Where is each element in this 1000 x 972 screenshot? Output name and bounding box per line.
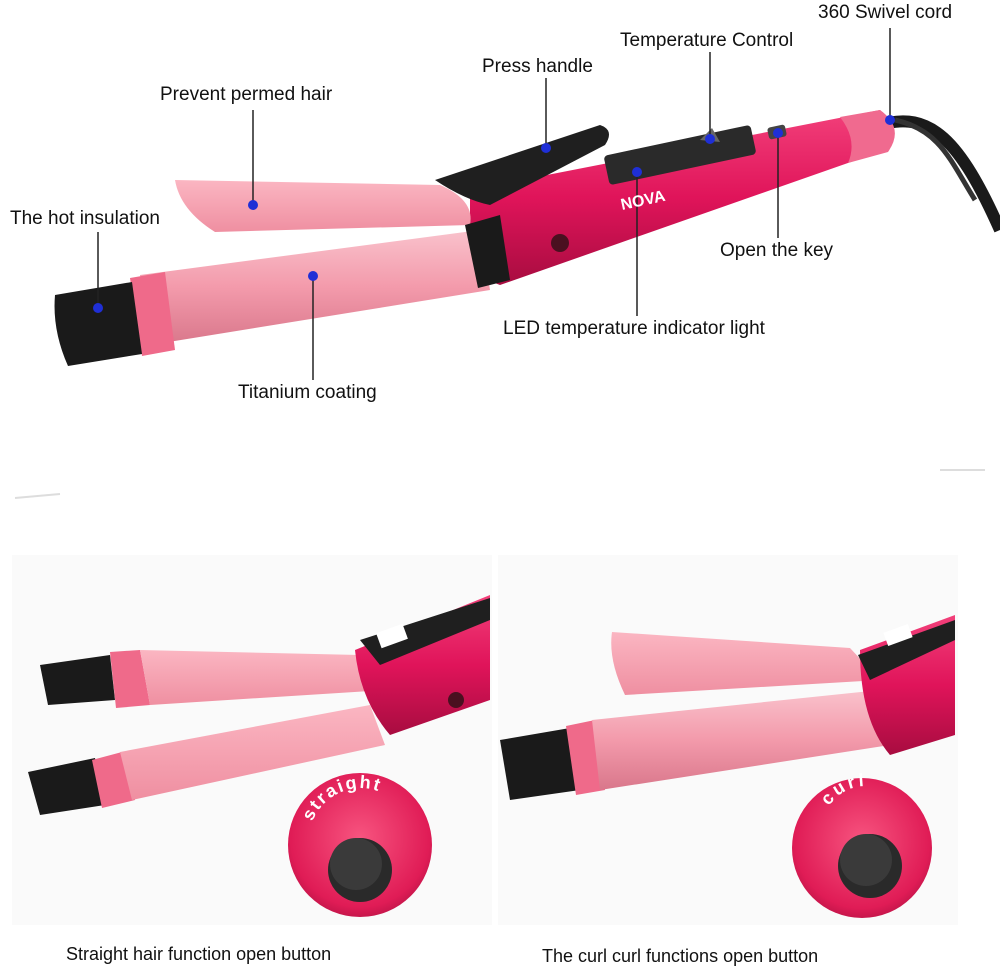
switch-left	[448, 692, 464, 708]
dot-led	[632, 167, 642, 177]
dot-temp	[705, 134, 715, 144]
label-hot-insulation: The hot insulation	[10, 208, 160, 229]
lower-plate-left	[120, 705, 385, 800]
press-handle-right	[858, 620, 955, 680]
divider-mark	[14, 493, 61, 499]
caption-straight: Straight hair function open button	[66, 944, 332, 964]
label-led-indicator: LED temperature indicator light	[503, 318, 765, 339]
label-swivel-cord: 360 Swivel cord	[818, 2, 953, 23]
handle-body	[470, 110, 892, 285]
hinge-joint	[465, 215, 510, 288]
label-prevent-permed-hair: Prevent permed hair	[160, 84, 333, 105]
leader-lines	[97, 28, 891, 380]
label-temperature-control: Temperature Control	[620, 30, 794, 51]
dot-prevent	[248, 200, 258, 210]
function-switch	[551, 234, 569, 252]
lower-tip-left	[28, 758, 105, 815]
label-titanium-coating: Titanium coating	[238, 382, 377, 403]
main-curler	[54, 110, 1000, 366]
cord-spring	[894, 117, 978, 202]
dot-press	[541, 143, 551, 153]
label-press-handle: Press handle	[482, 56, 593, 77]
dot-key	[773, 128, 783, 138]
press-handle-left	[360, 598, 490, 665]
press-handle	[435, 125, 609, 205]
dot-titanium	[308, 271, 318, 281]
barrel-collar	[130, 272, 175, 356]
clamp-plate	[175, 180, 471, 232]
curl-mode-photo	[498, 555, 958, 925]
indicator-dots	[93, 115, 895, 313]
insulated-tip	[54, 282, 142, 366]
dot-insulation	[93, 303, 103, 313]
dot-swivel	[885, 115, 895, 125]
sticker-right	[883, 623, 913, 647]
sticker-left	[376, 623, 408, 649]
curl-button-knob-top	[840, 834, 892, 886]
barrel-right	[592, 690, 890, 790]
straight-mode-photo	[12, 555, 492, 925]
upper-collar-left	[110, 650, 150, 708]
straight-button-knob-top	[330, 838, 382, 890]
caption-curl: The curl curl functions open button	[542, 946, 819, 966]
tip-right	[500, 728, 580, 800]
swivel-cord	[878, 115, 1000, 233]
titanium-barrel	[140, 230, 490, 345]
upper-tip-left	[40, 655, 115, 705]
handle-end-cap	[840, 110, 895, 163]
upper-plate-left	[140, 650, 385, 705]
label-open-key: Open the key	[720, 240, 834, 261]
clamp-right	[611, 632, 880, 695]
